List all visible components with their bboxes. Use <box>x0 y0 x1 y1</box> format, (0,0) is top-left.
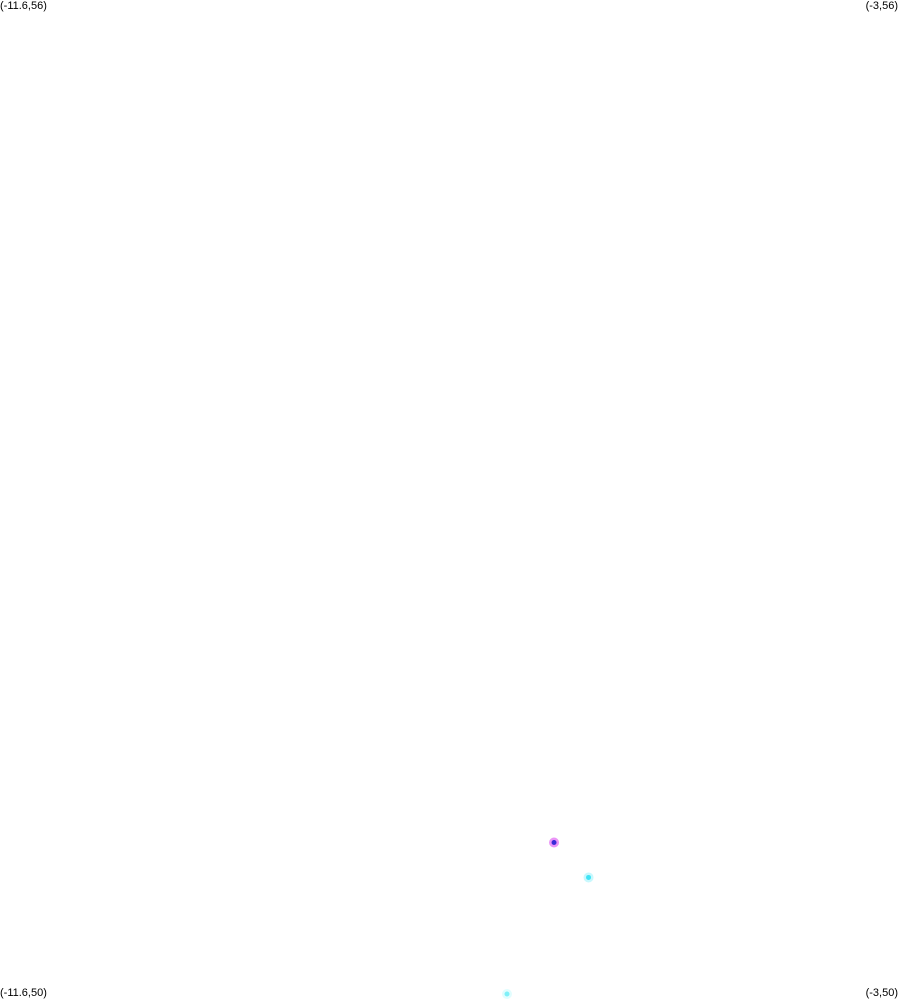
map-point-dot <box>586 874 592 880</box>
corner-label-bottom-left: (-11.6,50) <box>0 987 47 999</box>
map-point-1[interactable] <box>549 837 560 848</box>
corner-label-top-right: (-3,56) <box>865 0 898 12</box>
corner-label-top-left: (-11.6,56) <box>0 0 47 12</box>
map-point-dot <box>504 991 510 997</box>
map-point-2[interactable] <box>583 872 594 883</box>
corner-label-bottom-right: (-3,50) <box>865 987 898 999</box>
map-point-dot <box>551 839 557 845</box>
map-point-3[interactable] <box>501 989 512 999</box>
